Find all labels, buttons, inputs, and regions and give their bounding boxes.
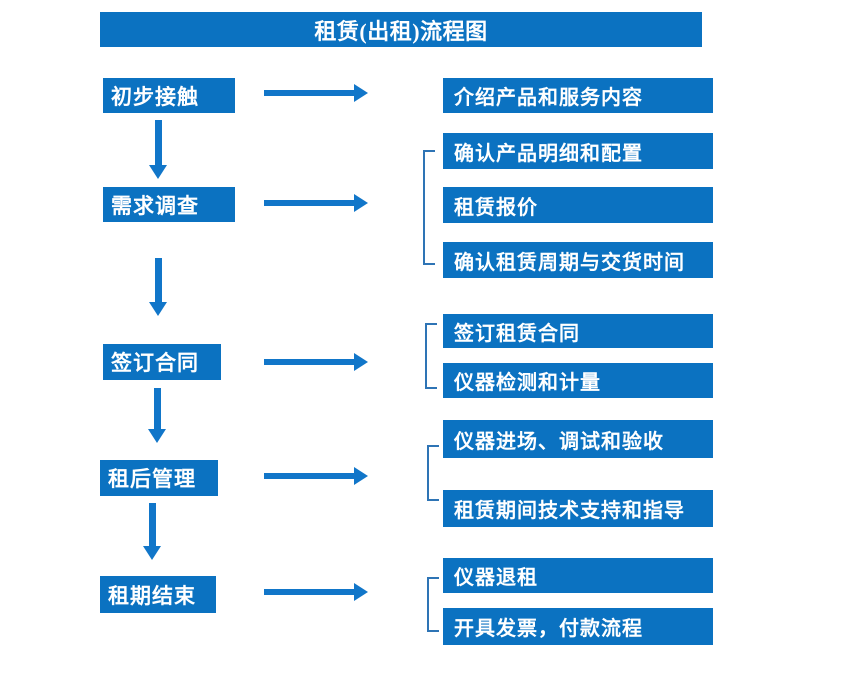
right-arrow-shaft	[264, 359, 354, 365]
step-box-rental-end: 租期结束	[100, 576, 216, 613]
step-box-initial-contact: 初步接触	[103, 78, 235, 113]
right-arrow-shaft	[264, 200, 354, 206]
down-arrow-head	[149, 302, 167, 316]
detail-box-sign-rental-contract: 签订租赁合同	[443, 314, 713, 348]
right-arrow-head	[354, 467, 368, 485]
down-arrow-shaft	[154, 258, 162, 302]
detail-box-invoice-payment: 开具发票，付款流程	[443, 608, 713, 645]
down-arrow	[149, 120, 167, 179]
step-box-demand-survey: 需求调查	[103, 187, 235, 222]
detail-box-instrument-setup-acceptance: 仪器进场、调试和验收	[443, 420, 713, 458]
detail-box-introduce-products: 介绍产品和服务内容	[443, 78, 713, 113]
right-arrow	[264, 194, 368, 212]
down-arrow	[143, 503, 161, 560]
down-arrow-head	[149, 165, 167, 179]
right-arrow-head	[354, 194, 368, 212]
step-box-sign-contract: 签订合同	[103, 344, 221, 380]
down-arrow-shaft	[153, 388, 161, 429]
right-arrow	[264, 583, 368, 601]
step-box-post-rental-management: 租后管理	[100, 460, 218, 496]
right-arrow-shaft	[264, 90, 354, 96]
bracket-connector	[427, 445, 439, 501]
detail-box-confirm-product-config: 确认产品明细和配置	[443, 133, 713, 169]
right-arrow	[264, 84, 368, 102]
bracket-connector	[427, 577, 439, 632]
right-arrow-head	[354, 84, 368, 102]
down-arrow-head	[148, 429, 166, 443]
down-arrow-shaft	[154, 120, 162, 165]
right-arrow-head	[354, 583, 368, 601]
right-arrow	[264, 353, 368, 371]
down-arrow-head	[143, 546, 161, 560]
bracket-connector	[423, 150, 435, 265]
right-arrow-shaft	[264, 473, 354, 479]
right-arrow	[264, 467, 368, 485]
detail-box-instrument-return: 仪器退租	[443, 558, 713, 593]
detail-box-instrument-inspection: 仪器检测和计量	[443, 363, 713, 398]
down-arrow-shaft	[148, 503, 156, 546]
detail-box-confirm-period-delivery: 确认租赁周期与交货时间	[443, 242, 713, 278]
right-arrow-head	[354, 353, 368, 371]
down-arrow	[148, 388, 166, 443]
down-arrow	[149, 258, 167, 316]
detail-box-rental-quotation: 租赁报价	[443, 187, 713, 223]
right-arrow-shaft	[264, 589, 354, 595]
detail-box-tech-support: 租赁期间技术支持和指导	[443, 490, 713, 527]
bracket-connector	[425, 323, 437, 389]
flowchart-title: 租赁(出租)流程图	[100, 12, 702, 47]
